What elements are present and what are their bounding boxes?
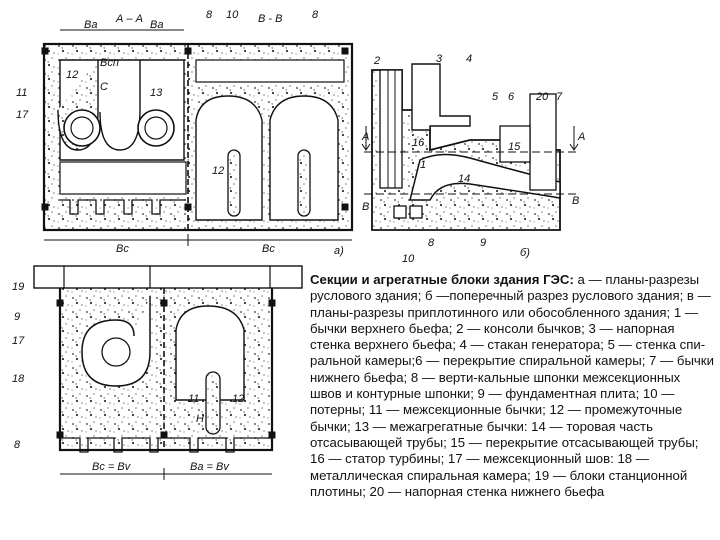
fig-a-dim-bc2: Вс (262, 243, 275, 255)
fig-v-key (268, 299, 276, 307)
fig-b-label-3: 3 (436, 53, 443, 65)
fig-b-label-5: 5 (492, 91, 499, 103)
fig-a-turbine-circle-2-inner (144, 116, 168, 140)
fig-v-dim-babv: Ва = Вv (190, 461, 230, 473)
fig-b-label-a1: А (361, 131, 369, 143)
fig-a-label-8b: 8 (312, 9, 319, 21)
fig-a-pier-1 (227, 149, 241, 217)
fig-v-label-hs: Н (196, 413, 204, 425)
fig-v-label-18: 18 (12, 373, 25, 385)
fig-v-key (160, 299, 168, 307)
fig-a-key (341, 47, 349, 55)
fig-v-top-strip (33, 265, 303, 289)
fig-b-generator-stack (411, 63, 471, 131)
fig-a-dim-bc: Вс (116, 243, 129, 255)
fig-b-downstream-wall (529, 93, 557, 191)
fig-b-arrow-a1 (361, 126, 371, 151)
fig-v-label-8: 8 (14, 439, 21, 451)
fig-b-label-20: 20 (535, 91, 549, 103)
fig-v-label-11: 11 (188, 393, 199, 405)
fig-a-key (184, 203, 192, 211)
fig-v-bottom-keys (60, 437, 272, 453)
fig-v-spiral-core (101, 337, 131, 367)
fig-b-label-a2: А (577, 131, 585, 143)
fig-b-potern (393, 205, 407, 219)
fig-v-label-12: 12 (232, 393, 244, 405)
figure-v (33, 265, 303, 480)
fig-b-draft-cover (499, 125, 531, 163)
fig-b-label-1: 1 (420, 159, 426, 171)
caption-text: а — планы-разрезы руслового здания; б —п… (310, 272, 714, 499)
fig-v-label-19: 19 (12, 281, 24, 293)
fig-b-label-15: 15 (508, 141, 521, 153)
fig-a-key (41, 203, 49, 211)
fig-b-label-7: 7 (556, 91, 563, 103)
fig-a-top-deck (195, 59, 345, 83)
fig-b-label-6: 6 (508, 91, 515, 103)
fig-b-potern (409, 205, 423, 219)
figure-b-labels: 1 2 3 4 5 6 16 14 15 20 7 8 9 10 А А В В… (361, 53, 585, 265)
caption-title: Секции и агрегатные блоки здания ГЭС: (310, 272, 574, 287)
fig-a-letter: а) (334, 245, 344, 257)
fig-b-upstream-wall (379, 69, 403, 189)
fig-b-label-9: 9 (480, 237, 486, 249)
fig-a-pier-2 (297, 149, 311, 217)
fig-b-label-8: 8 (428, 237, 435, 249)
fig-b-label-2: 2 (373, 55, 380, 67)
figure-b (361, 63, 580, 231)
fig-b-letter: б) (520, 247, 530, 259)
fig-a-key (341, 203, 349, 211)
fig-a-bottom-keys-left (60, 199, 186, 215)
fig-b-label-14: 14 (458, 173, 470, 185)
figure-v-labels: 19 9 17 18 8 11 12 Н Вс = Вv Ва = Вv (12, 281, 244, 473)
fig-a-section-bb: В - В (258, 13, 282, 25)
fig-a-dim-ba: Ва (84, 19, 97, 31)
fig-a-band (59, 161, 187, 195)
fig-v-label-9: 9 (14, 311, 20, 323)
fig-b-label-b1: В (362, 201, 369, 213)
figure-caption: Секции и агрегатные блоки здания ГЭС: а … (310, 272, 715, 500)
fig-a-dim-ba2: Ва (150, 19, 163, 31)
fig-a-label-13: 13 (150, 87, 163, 99)
figure-a (41, 29, 354, 246)
fig-b-arrow-a2 (569, 126, 579, 151)
fig-b-label-10: 10 (402, 253, 415, 265)
fig-a-turbine-circle-1-inner (70, 116, 94, 140)
figure-a-labels: А – А В - В Ва Ва Всп С 8 10 8 11 12 13 … (16, 9, 344, 257)
fig-b-label-16: 16 (412, 137, 425, 149)
fig-v-key (268, 431, 276, 439)
fig-v-dim-bsbv: Вс = Вv (92, 461, 132, 473)
fig-a-label-8: 8 (206, 9, 213, 21)
fig-v-key (56, 431, 64, 439)
fig-a-label-11: 11 (16, 87, 27, 99)
fig-a-dim-bcn: Всп (100, 57, 119, 69)
fig-v-arch (175, 305, 245, 401)
fig-a-key (41, 47, 49, 55)
fig-a-label-10: 10 (226, 9, 239, 21)
fig-a-section-aa: А – А (115, 13, 143, 25)
fig-b-label-4: 4 (466, 53, 472, 65)
fig-v-key (56, 299, 64, 307)
fig-a-label-12b: 12 (212, 165, 224, 177)
fig-b-label-b2: В (572, 195, 579, 207)
fig-v-key (160, 431, 168, 439)
fig-a-label-12: 12 (66, 69, 78, 81)
fig-a-label-17: 17 (16, 109, 29, 121)
fig-v-label-17: 17 (12, 335, 25, 347)
fig-a-dim-c: С (100, 81, 108, 93)
fig-b-draft-tube (409, 153, 561, 201)
fig-a-key (184, 47, 192, 55)
fig-v-pier (205, 371, 221, 435)
